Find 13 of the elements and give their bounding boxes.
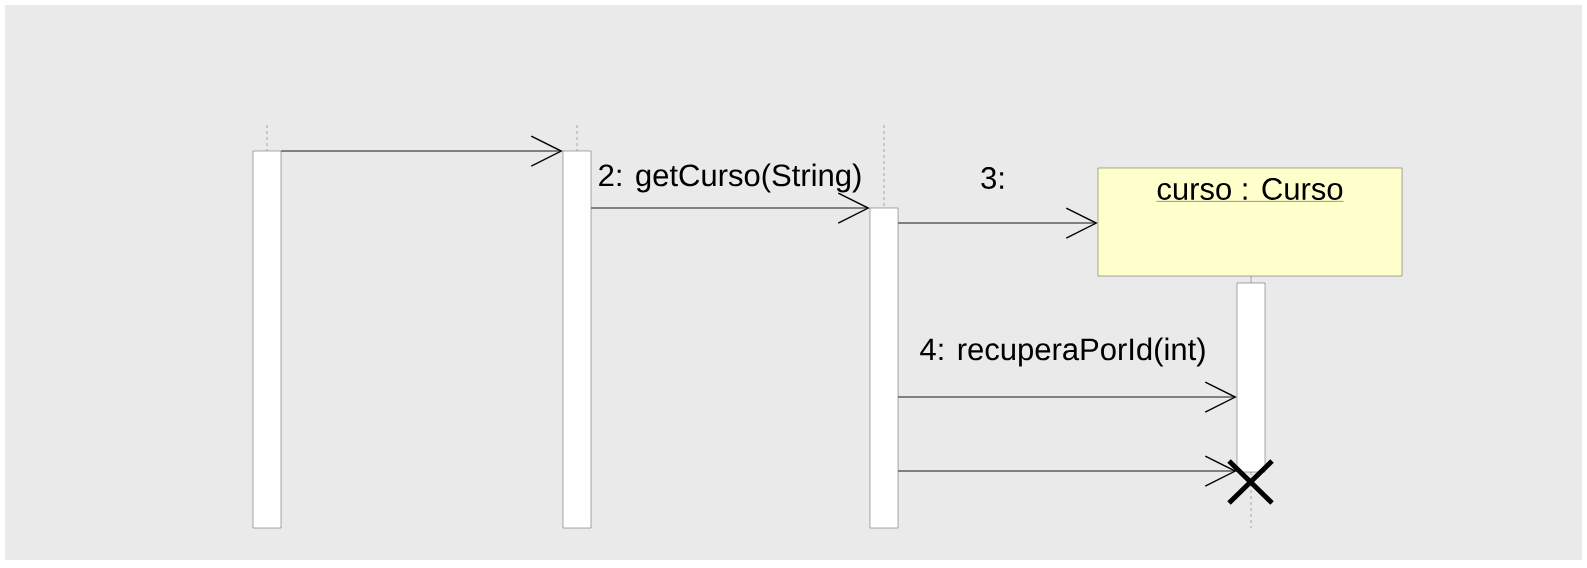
message-label: 2: getCurso(String): [599, 163, 861, 193]
message-label: 4: recuperaPorId(int): [920, 337, 1205, 367]
activation-bar: [1236, 282, 1266, 473]
object-box: curso : Curso: [1097, 167, 1403, 277]
message-arrow: [897, 381, 1237, 413]
message-label: 3:: [981, 167, 1004, 189]
message-arrow: [280, 135, 563, 167]
message-arrow: [897, 207, 1098, 239]
message-arrow: [897, 455, 1237, 487]
activation-bar: [562, 150, 592, 529]
activation-bar: [869, 207, 899, 529]
message-arrow: [590, 192, 870, 224]
activation-bar: [252, 150, 282, 529]
